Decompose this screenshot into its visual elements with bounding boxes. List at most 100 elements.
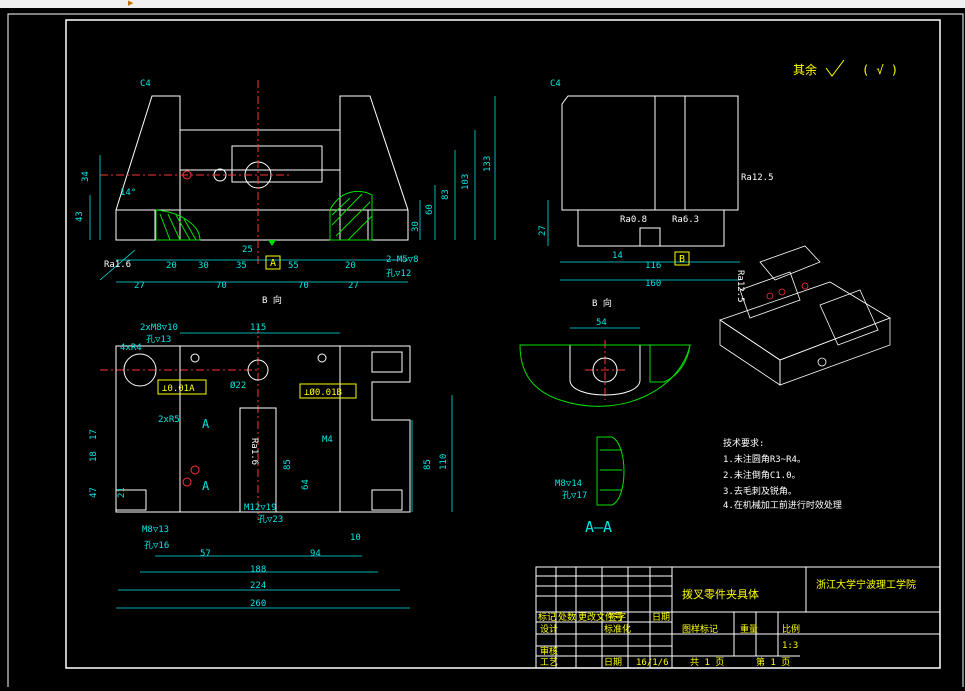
svg-text:4xR4: 4xR4 xyxy=(120,343,142,353)
tb-design: 设计 xyxy=(540,623,558,635)
tech-heading: 技术要求: xyxy=(723,437,764,449)
svg-text:20: 20 xyxy=(345,261,356,271)
section-mark-a2: A xyxy=(202,479,210,493)
drawing-title: 拨叉零件夹具体 xyxy=(682,587,759,601)
svg-text:M12▽19: M12▽19 xyxy=(244,503,277,513)
plan-view-label: B 向 xyxy=(262,294,282,306)
window-strip: ▶ xyxy=(0,0,965,8)
side-dims xyxy=(547,200,740,281)
svg-text:25: 25 xyxy=(242,245,253,255)
front-dims xyxy=(89,96,496,283)
tb-sheet-no: 第 1 页 xyxy=(756,656,790,668)
tech-item-1: 1.未注圆角R3~R4。 xyxy=(723,453,806,465)
front-hole-label: 2-M5▽8 xyxy=(386,255,419,265)
svg-text:21: 21 xyxy=(117,487,127,498)
svg-text:188: 188 xyxy=(250,565,266,575)
tb-mark: 标记 xyxy=(538,611,556,623)
tol-b: ⊥Ø0.01B xyxy=(304,387,342,398)
svg-text:160: 160 xyxy=(645,279,661,289)
side-ra-b: Ra6.3 xyxy=(672,215,699,225)
tb-weight: 重量 xyxy=(740,623,758,635)
svg-text:27: 27 xyxy=(348,281,359,291)
svg-text:85: 85 xyxy=(423,459,433,470)
svg-text:10: 10 xyxy=(350,533,361,543)
side-chamfer: C4 xyxy=(550,79,561,89)
front-datum: A xyxy=(270,258,276,269)
tb-date2: 日期 xyxy=(604,657,622,668)
tb-date-value: 16/1/6 xyxy=(636,658,669,668)
tb-review: 审核 xyxy=(540,645,558,657)
svg-text:30: 30 xyxy=(411,221,421,232)
plan-tol-boxes xyxy=(157,379,357,399)
svg-text:2xR5: 2xR5 xyxy=(158,415,180,425)
toolbar-glyph: ▶ xyxy=(128,0,134,7)
svg-text:133: 133 xyxy=(483,156,493,172)
svg-text:43: 43 xyxy=(75,211,85,222)
svg-text:34: 34 xyxy=(81,171,91,182)
tol-a: ⊥0.01A xyxy=(162,384,195,394)
datum-triangle xyxy=(268,240,276,246)
isometric-view xyxy=(719,245,891,386)
title-block-text: 拨叉零件夹具体 浙江大学宁波理工学院 标记 处数 更改文件号 签字 日期 设计 … xyxy=(538,578,916,668)
svg-text:M8▽13: M8▽13 xyxy=(142,525,169,535)
front-ra-label: Ra1.6 xyxy=(104,260,131,270)
tb-date: 日期 xyxy=(652,612,670,623)
svg-text:14: 14 xyxy=(612,251,623,261)
svg-text:224: 224 xyxy=(250,581,266,591)
svg-text:260: 260 xyxy=(250,599,266,609)
svg-text:20: 20 xyxy=(166,261,177,271)
school-name: 浙江大学宁波理工学院 xyxy=(816,578,916,591)
side-view xyxy=(561,95,739,247)
b-view-arc xyxy=(519,344,691,407)
svg-text:M4: M4 xyxy=(322,435,333,445)
svg-text:2xM8▽10: 2xM8▽10 xyxy=(140,323,178,333)
svg-text:60: 60 xyxy=(425,204,435,215)
front-chamfer-label: C4 xyxy=(140,79,151,89)
tb-sheets: 共 1 页 xyxy=(690,657,724,668)
inner-frame xyxy=(65,19,941,669)
svg-text:14°: 14° xyxy=(120,188,136,198)
plan-ra: Ra1.6 xyxy=(249,438,259,465)
front-view xyxy=(115,95,409,241)
surface-check: ( √ ) xyxy=(862,63,898,77)
svg-text:孔▽23: 孔▽23 xyxy=(258,514,283,525)
front-hatch xyxy=(155,190,373,241)
svg-text:17: 17 xyxy=(89,429,99,440)
svg-text:57: 57 xyxy=(200,549,211,559)
tech-item-4: 4.在机械加工前进行时效处理 xyxy=(723,499,842,511)
section-view xyxy=(596,436,625,506)
svg-text:70: 70 xyxy=(298,281,309,291)
tb-ratio: 比例 xyxy=(782,623,800,635)
svg-text:孔▽16: 孔▽16 xyxy=(144,540,169,551)
svg-text:116: 116 xyxy=(645,261,661,271)
side-datum-box xyxy=(674,251,690,266)
svg-text:85: 85 xyxy=(283,459,293,470)
front-hole-depth: 孔▽12 xyxy=(386,268,411,279)
tb-process: 工艺 xyxy=(540,657,558,668)
svg-text:孔▽13: 孔▽13 xyxy=(146,334,171,345)
centerlines xyxy=(100,80,625,520)
svg-text:55: 55 xyxy=(288,261,299,271)
section-depth: 孔▽17 xyxy=(562,490,587,501)
b-view-hatch xyxy=(649,344,691,383)
side-datum: B xyxy=(679,254,685,265)
tb-sign: 签字 xyxy=(608,611,626,623)
svg-text:115: 115 xyxy=(250,323,266,333)
svg-text:27: 27 xyxy=(538,225,548,236)
svg-text:27: 27 xyxy=(134,281,145,291)
svg-text:64: 64 xyxy=(301,479,311,490)
front-datum-box xyxy=(265,255,281,270)
svg-text:30: 30 xyxy=(198,261,209,271)
svg-text:70: 70 xyxy=(216,281,227,291)
plan-text: B 向 115 2xM8▽10 孔▽13 4xR4 57 94 188 224 260… xyxy=(89,294,449,609)
side-text: C4 Ra12.5 Ra0.8 Ra6.3 Ra12.5 116 160 27 … xyxy=(538,79,774,303)
svg-text:Ø22: Ø22 xyxy=(230,380,246,391)
plan-view xyxy=(115,345,411,513)
b-view-dim: 54 xyxy=(596,318,607,328)
side-ra-c: Ra12.5 xyxy=(735,270,745,303)
svg-text:110: 110 xyxy=(439,454,449,470)
svg-text:94: 94 xyxy=(310,549,321,559)
tb-stage: 图样标记 xyxy=(682,623,718,635)
svg-text:18: 18 xyxy=(89,451,99,462)
